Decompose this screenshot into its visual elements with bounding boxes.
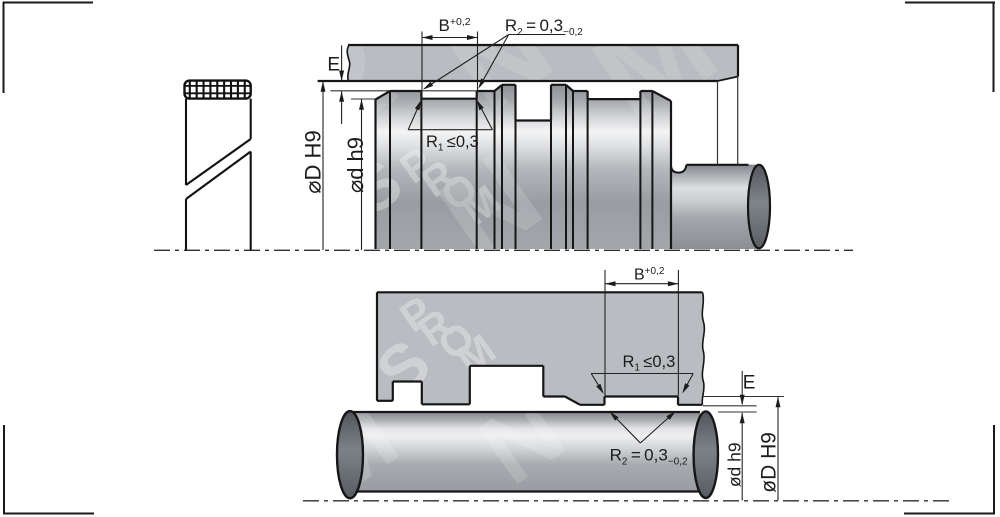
svg-text:R1 ≤0,3: R1 ≤0,3 <box>623 353 676 374</box>
svg-text:⌀d h9: ⌀d h9 <box>343 137 368 193</box>
svg-text:E: E <box>743 373 756 394</box>
svg-text:E: E <box>327 55 340 76</box>
svg-text:øD H9: øD H9 <box>758 432 781 493</box>
svg-text:ød h9: ød h9 <box>725 442 745 487</box>
svg-text:R2 = 0,3−0,2: R2 = 0,3−0,2 <box>505 16 583 38</box>
svg-text:R1 ≤0,3: R1 ≤0,3 <box>426 133 479 154</box>
svg-text:⌀D H9: ⌀D H9 <box>301 130 326 193</box>
